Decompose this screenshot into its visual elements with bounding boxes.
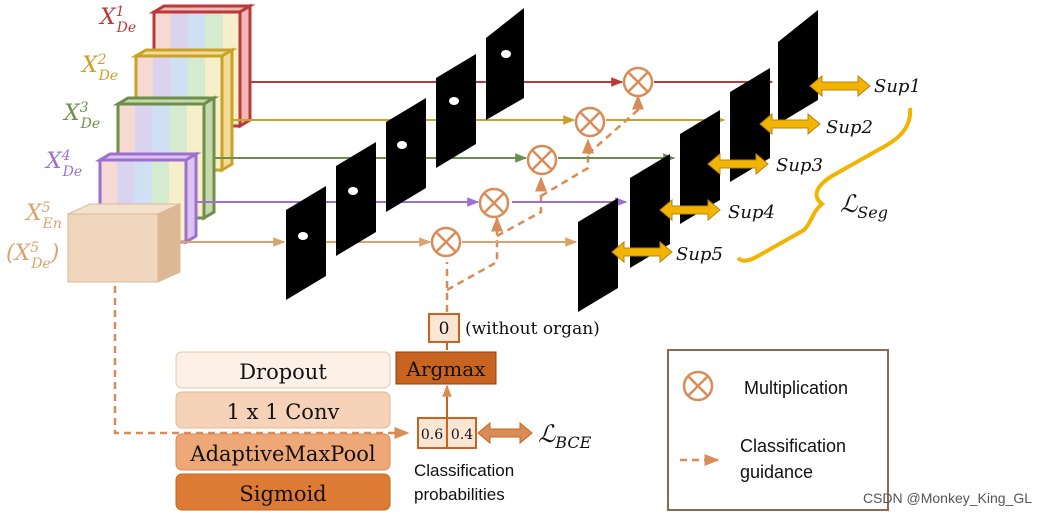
conv-label: 1 x 1 Conv xyxy=(227,400,340,424)
probabilities-caption-1: Classification xyxy=(414,461,514,480)
legend-box xyxy=(667,349,889,511)
multiply-icon xyxy=(622,66,654,98)
argmax-output-box xyxy=(428,313,460,343)
seg-loss-brace xyxy=(736,107,913,263)
output-slice-4 xyxy=(630,154,670,268)
supervision-arrows xyxy=(611,74,871,264)
argmax-output-value: 0 xyxy=(439,319,450,339)
probabilities-caption-2: probabilities xyxy=(414,485,505,504)
multiplication-nodes xyxy=(430,66,654,258)
sigmoid-layer xyxy=(175,473,391,511)
multiply-icon xyxy=(574,106,606,138)
sup4-label: Sup4 xyxy=(728,202,775,223)
legend-guidance-label-2: guidance xyxy=(740,462,813,482)
legend-multiplication-label: Multiplication xyxy=(744,378,848,398)
legend-guidance-label-1: Classification xyxy=(740,436,846,456)
argmax-output-note: (without organ) xyxy=(465,319,600,339)
output-slice-3 xyxy=(680,110,720,224)
sup1-label: Sup1 xyxy=(874,76,921,97)
slice-1 xyxy=(486,8,524,120)
sigmoid-label: Sigmoid xyxy=(239,482,326,506)
multiply-icon xyxy=(430,226,462,258)
slice-4 xyxy=(336,142,376,256)
multiply-icon xyxy=(526,144,558,176)
sup3-label: Sup3 xyxy=(776,155,823,176)
dropout-layer xyxy=(175,351,391,389)
output-slice-2 xyxy=(730,68,770,182)
slice-5 xyxy=(286,186,326,300)
argmax-block xyxy=(395,351,497,385)
probability-1: 0.4 xyxy=(451,427,473,443)
sup5-label: Sup5 xyxy=(676,244,723,265)
slice-2 xyxy=(436,54,476,168)
dropout-label: Dropout xyxy=(239,360,327,384)
legend-multiply-icon xyxy=(682,370,714,402)
pre-mult-slices xyxy=(286,8,524,300)
conv-layer xyxy=(175,391,391,429)
pool-layer xyxy=(175,433,391,471)
loss-seg-label: ℒSeg xyxy=(840,190,888,222)
multiply-icon xyxy=(478,187,510,219)
output-slice-1 xyxy=(778,10,818,124)
argmax-label: Argmax xyxy=(406,357,487,381)
pool-label: AdaptiveMaxPool xyxy=(189,442,375,466)
probability-0: 0.6 xyxy=(421,427,443,443)
feature-block-en5 xyxy=(67,203,181,283)
watermark: CSDN @Monkey_King_GL xyxy=(863,490,1032,506)
output-slice-5 xyxy=(578,198,618,312)
bce-arrow xyxy=(477,421,533,445)
sup2-label: Sup2 xyxy=(826,117,873,138)
slice-3 xyxy=(386,98,426,212)
loss-bce-label: ℒBCE xyxy=(538,420,592,452)
guidance-paths xyxy=(113,94,644,439)
output-slices xyxy=(578,10,818,312)
